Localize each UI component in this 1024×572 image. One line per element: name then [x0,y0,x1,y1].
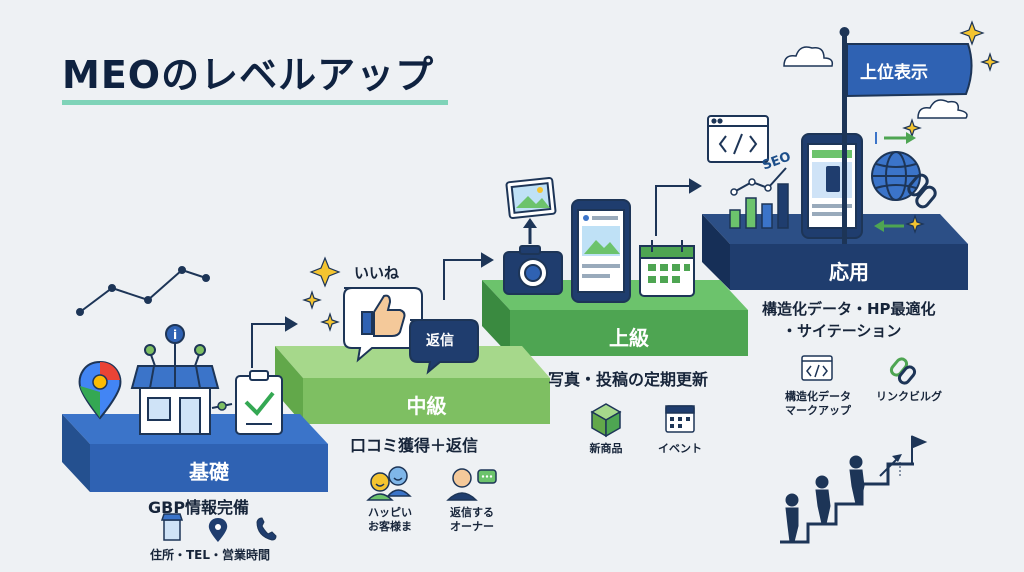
chain-link-icon [907,173,937,209]
link-building-caption: リンクビルグ [876,390,942,403]
caption-line: オーナー [450,520,494,533]
flag-label: 上位表示 [860,63,928,83]
page-title: MEOのレベルアップ [62,53,435,97]
like-label: いいね [354,264,400,282]
step-basic-detail: 住所・TEL・営業時間 [150,548,271,562]
step-advanced-desc: 構造化データ・HP最適化 ・サイテーション [762,298,936,342]
caption-line: 構造化データ [785,390,851,403]
new-product-caption: 新商品 [589,442,623,455]
phone-icon [256,517,277,541]
camera-icon [503,245,563,295]
checklist-icon [235,370,283,435]
step-upper-desc: 写真・投稿の定期更新 [548,370,709,389]
arrow-up-icon [655,178,702,236]
calendar-icon [639,240,695,297]
arrow-up-icon [251,316,298,368]
store-icon: i [130,324,220,435]
new-product-box-icon [590,403,622,438]
trend-line-icon [76,266,210,316]
reply-bubble-icon [409,319,479,375]
caption-line: お客様ま [368,520,412,533]
bar-growth-icon [729,167,789,229]
like-bubble-icon [343,287,423,363]
location-icon [208,518,228,542]
desc-line: 構造化データ・HP最適化 [762,300,936,318]
photo-icon [505,176,557,220]
code-window-icon [707,115,769,163]
title-underline [62,100,448,105]
code-markup-icon [801,355,833,381]
arrow-up-icon [443,252,494,300]
step-middle-desc: 口コミ獲得＋返信 [350,436,479,455]
step-middle [275,346,550,424]
arrow-right-icon [875,132,916,144]
smartphone-post-icon [571,199,631,303]
arrow-up-icon [523,218,537,244]
arrow-left-icon [874,220,904,232]
climbing-stairs-icon [780,435,928,544]
step-advanced-label: 応用 [829,260,869,284]
replying-owner-caption: 返信する オーナー [440,506,504,534]
event-caption: イベント [658,442,702,455]
cloud-icon [783,46,968,119]
map-pin-icon [78,360,122,420]
caption-line: ハッピい [368,506,412,519]
top-ranking-flag-icon [839,27,973,244]
desc-line: ・サイテーション [782,322,902,340]
step-middle-label: 中級 [406,394,447,418]
globe-icon [871,151,921,201]
caption-line: マークアップ [785,404,851,417]
event-calendar-icon [665,405,695,433]
step-basic-label: 基礎 [189,460,229,484]
caption-line: 返信する [450,506,494,519]
smartphone-site-icon [801,133,863,239]
reply-label: 返信 [426,333,454,349]
step-upper-label: 上級 [609,326,649,350]
link-building-icon [889,357,917,385]
code-markup-caption: 構造化データ マークアップ [776,390,860,418]
svg-text:i: i [173,328,177,342]
happy-customers-icon [366,466,412,501]
step-basic-desc: GBP情報完備 [148,498,250,517]
replying-owner-icon [446,468,497,501]
building-icon [160,513,184,541]
happy-customers-caption: ハッピい お客様ま [362,506,418,534]
sparkle-icon [302,20,1000,332]
